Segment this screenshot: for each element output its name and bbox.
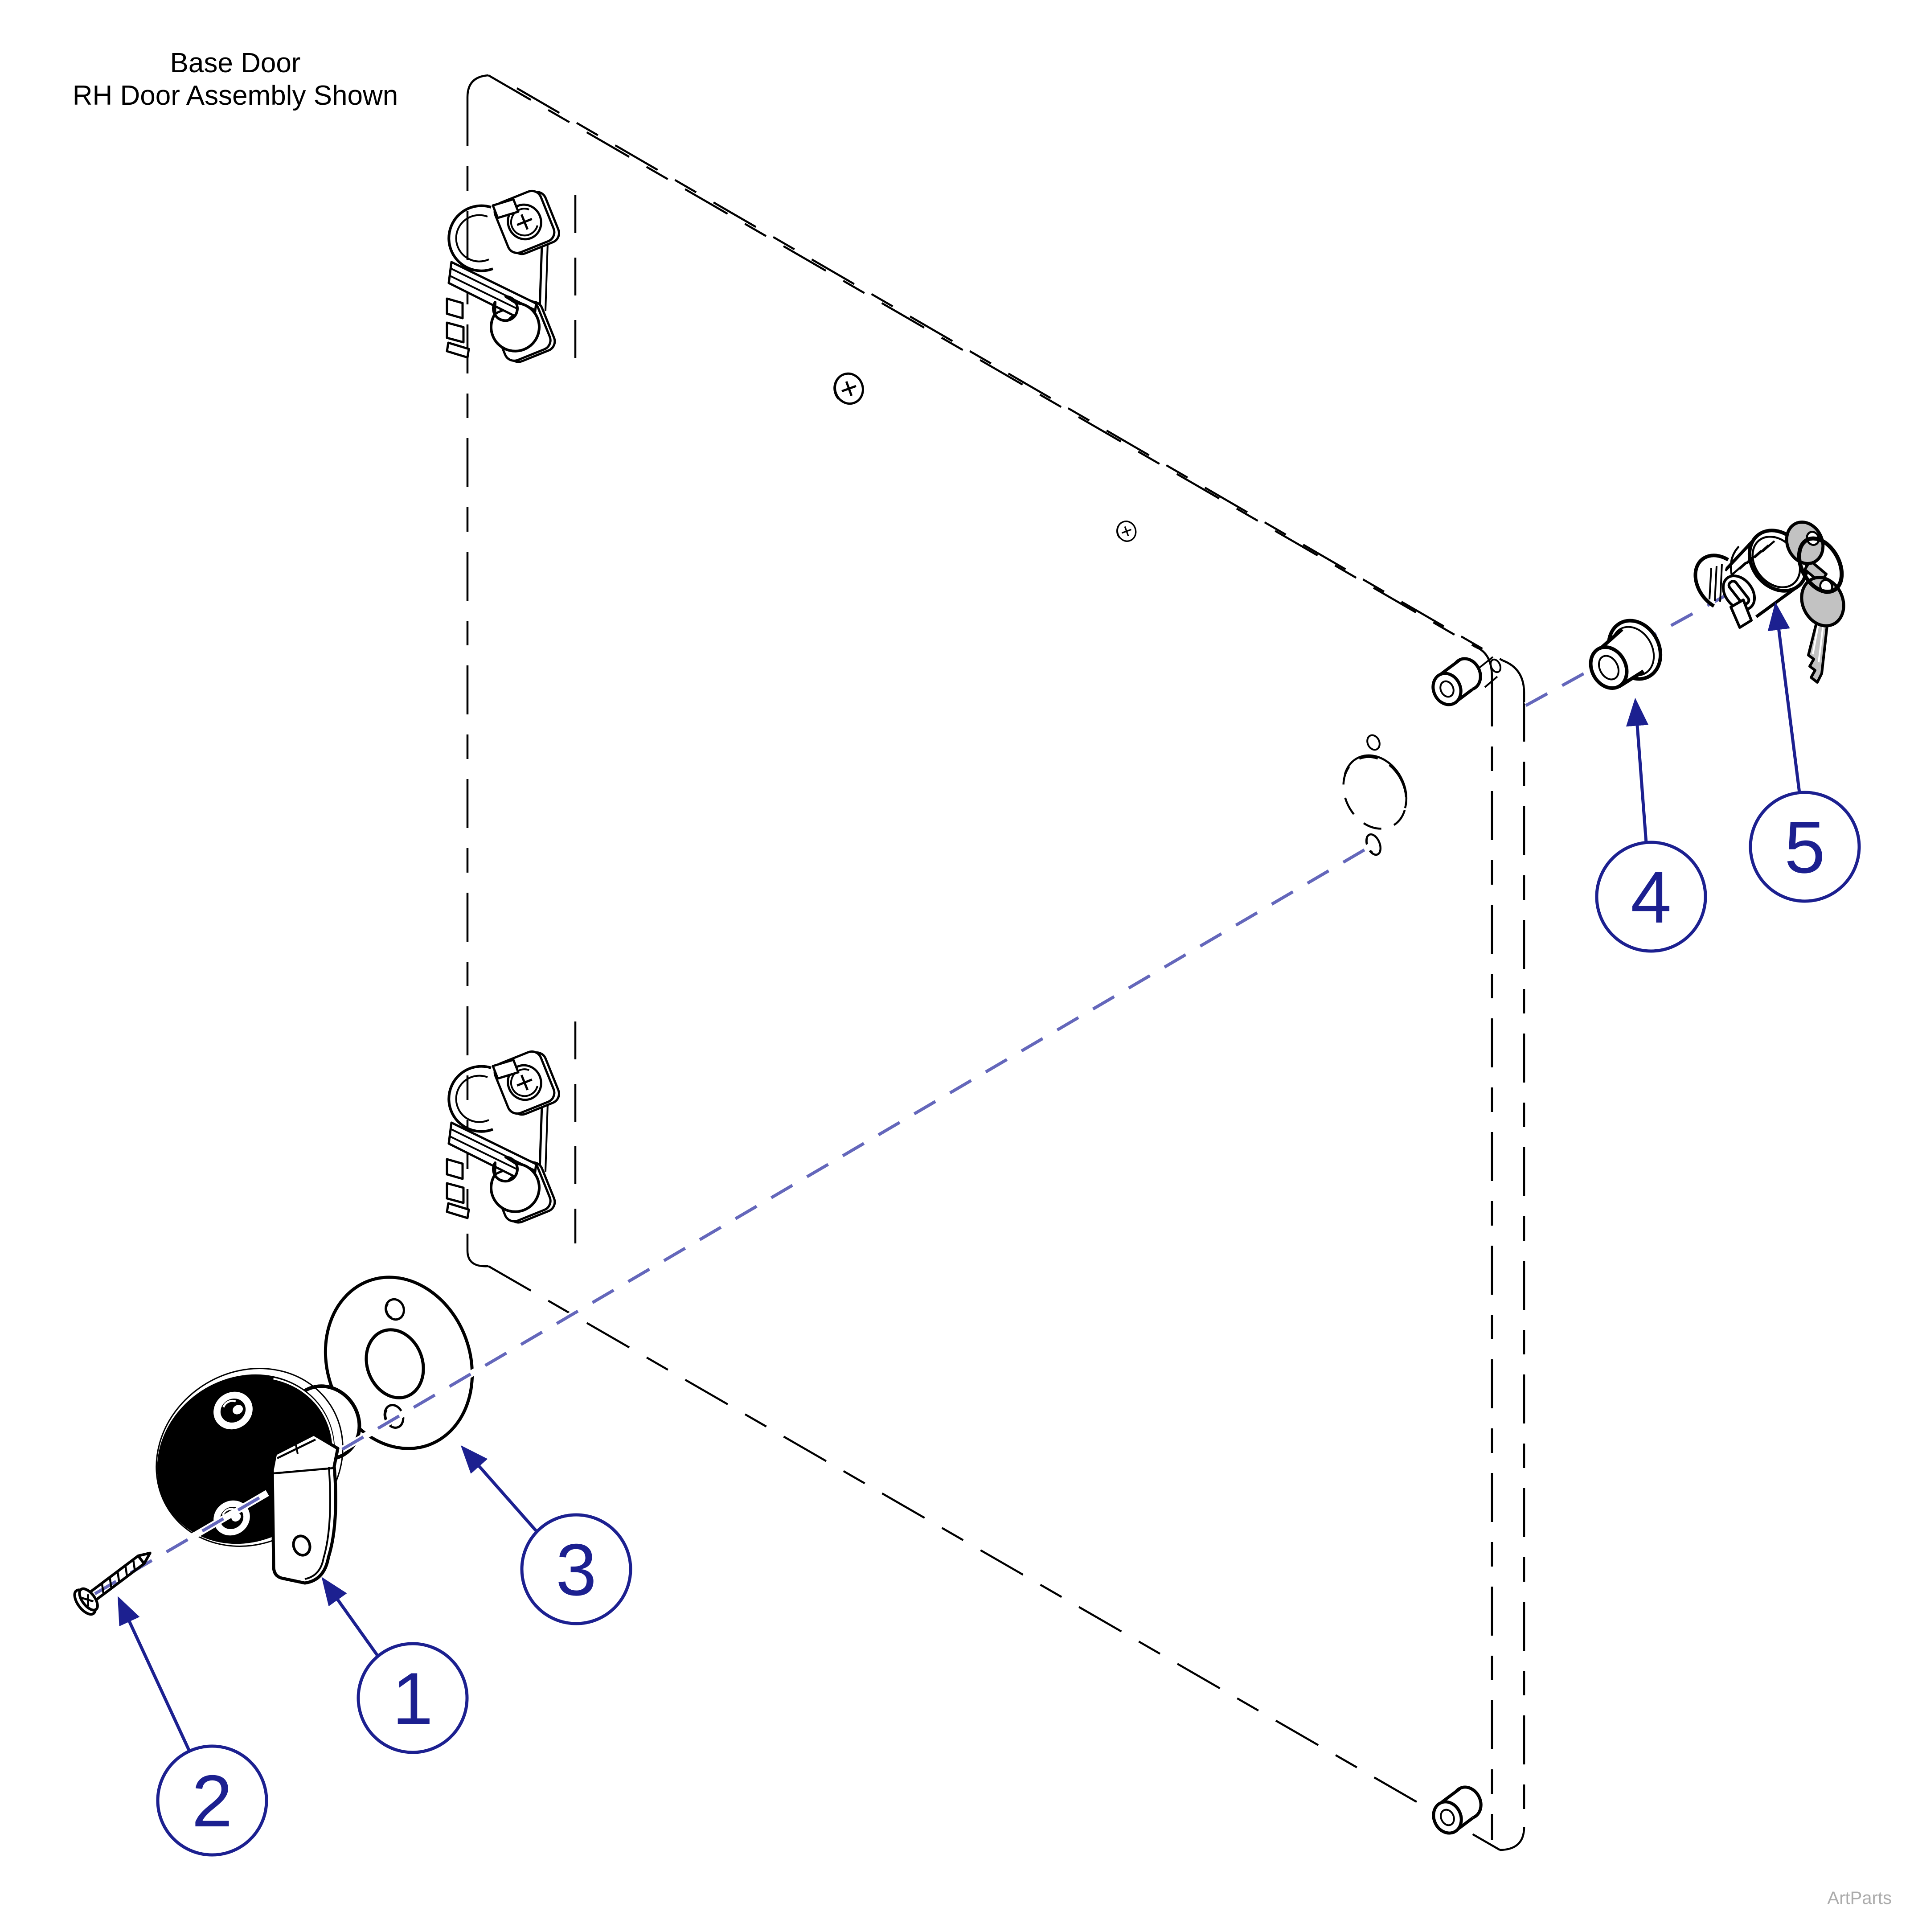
title-line-2: RH Door Assembly Shown: [73, 80, 398, 111]
title-line-1: Base Door: [170, 48, 301, 78]
door-bumper-bottom: [1429, 1783, 1486, 1838]
hinge-top: [447, 186, 562, 366]
keys: [1785, 520, 1845, 684]
key-ring: [1797, 536, 1844, 594]
leader-arrow-5: [1767, 602, 1801, 793]
callout-3-number: 3: [556, 1529, 597, 1611]
watermark: ArtParts: [1828, 1888, 1892, 1908]
lock-bushing: [1589, 619, 1663, 690]
hinge-bottom: [447, 1047, 562, 1226]
callout-5-number: 5: [1784, 806, 1825, 888]
leader-arrow-3: [460, 1445, 538, 1533]
callout-1-number: 1: [392, 1657, 433, 1739]
mounting-screw: [73, 1551, 152, 1616]
callout-4: 4: [1595, 841, 1707, 953]
door-top-edge-front: [488, 74, 1477, 648]
callout-4-number: 4: [1631, 856, 1672, 938]
face-screw-lower: [1113, 518, 1139, 545]
door-bottom-edge: [488, 1265, 1501, 1851]
callout-1: 1: [357, 1642, 469, 1754]
leader-arrow-2: [118, 1596, 191, 1752]
lock-hole: [1342, 754, 1408, 830]
lock-cylinder: [1693, 529, 1809, 629]
callouts: 1 2 3 4 5: [156, 791, 1861, 1857]
latch-bracket: [271, 1432, 340, 1585]
door-bumper-top: [1428, 654, 1502, 710]
leader-arrow-4: [1626, 697, 1649, 843]
diagram-title: Base Door RH Door Assembly Shown: [73, 48, 398, 111]
callout-3: 3: [520, 1513, 632, 1625]
callout-5: 5: [1749, 791, 1861, 903]
door-top-edge-back: [516, 87, 1504, 661]
key-2: [1800, 576, 1845, 684]
centerline-latch: [93, 841, 1375, 1597]
latch-screw-hole-upper: [213, 1391, 253, 1430]
face-screw-upper: [830, 369, 867, 408]
callout-2-number: 2: [192, 1760, 233, 1842]
callout-2: 2: [156, 1744, 268, 1857]
leader-arrow-1: [321, 1577, 379, 1657]
leader-arrows: [118, 602, 1801, 1752]
pilot-hole-upper: [1366, 734, 1381, 751]
